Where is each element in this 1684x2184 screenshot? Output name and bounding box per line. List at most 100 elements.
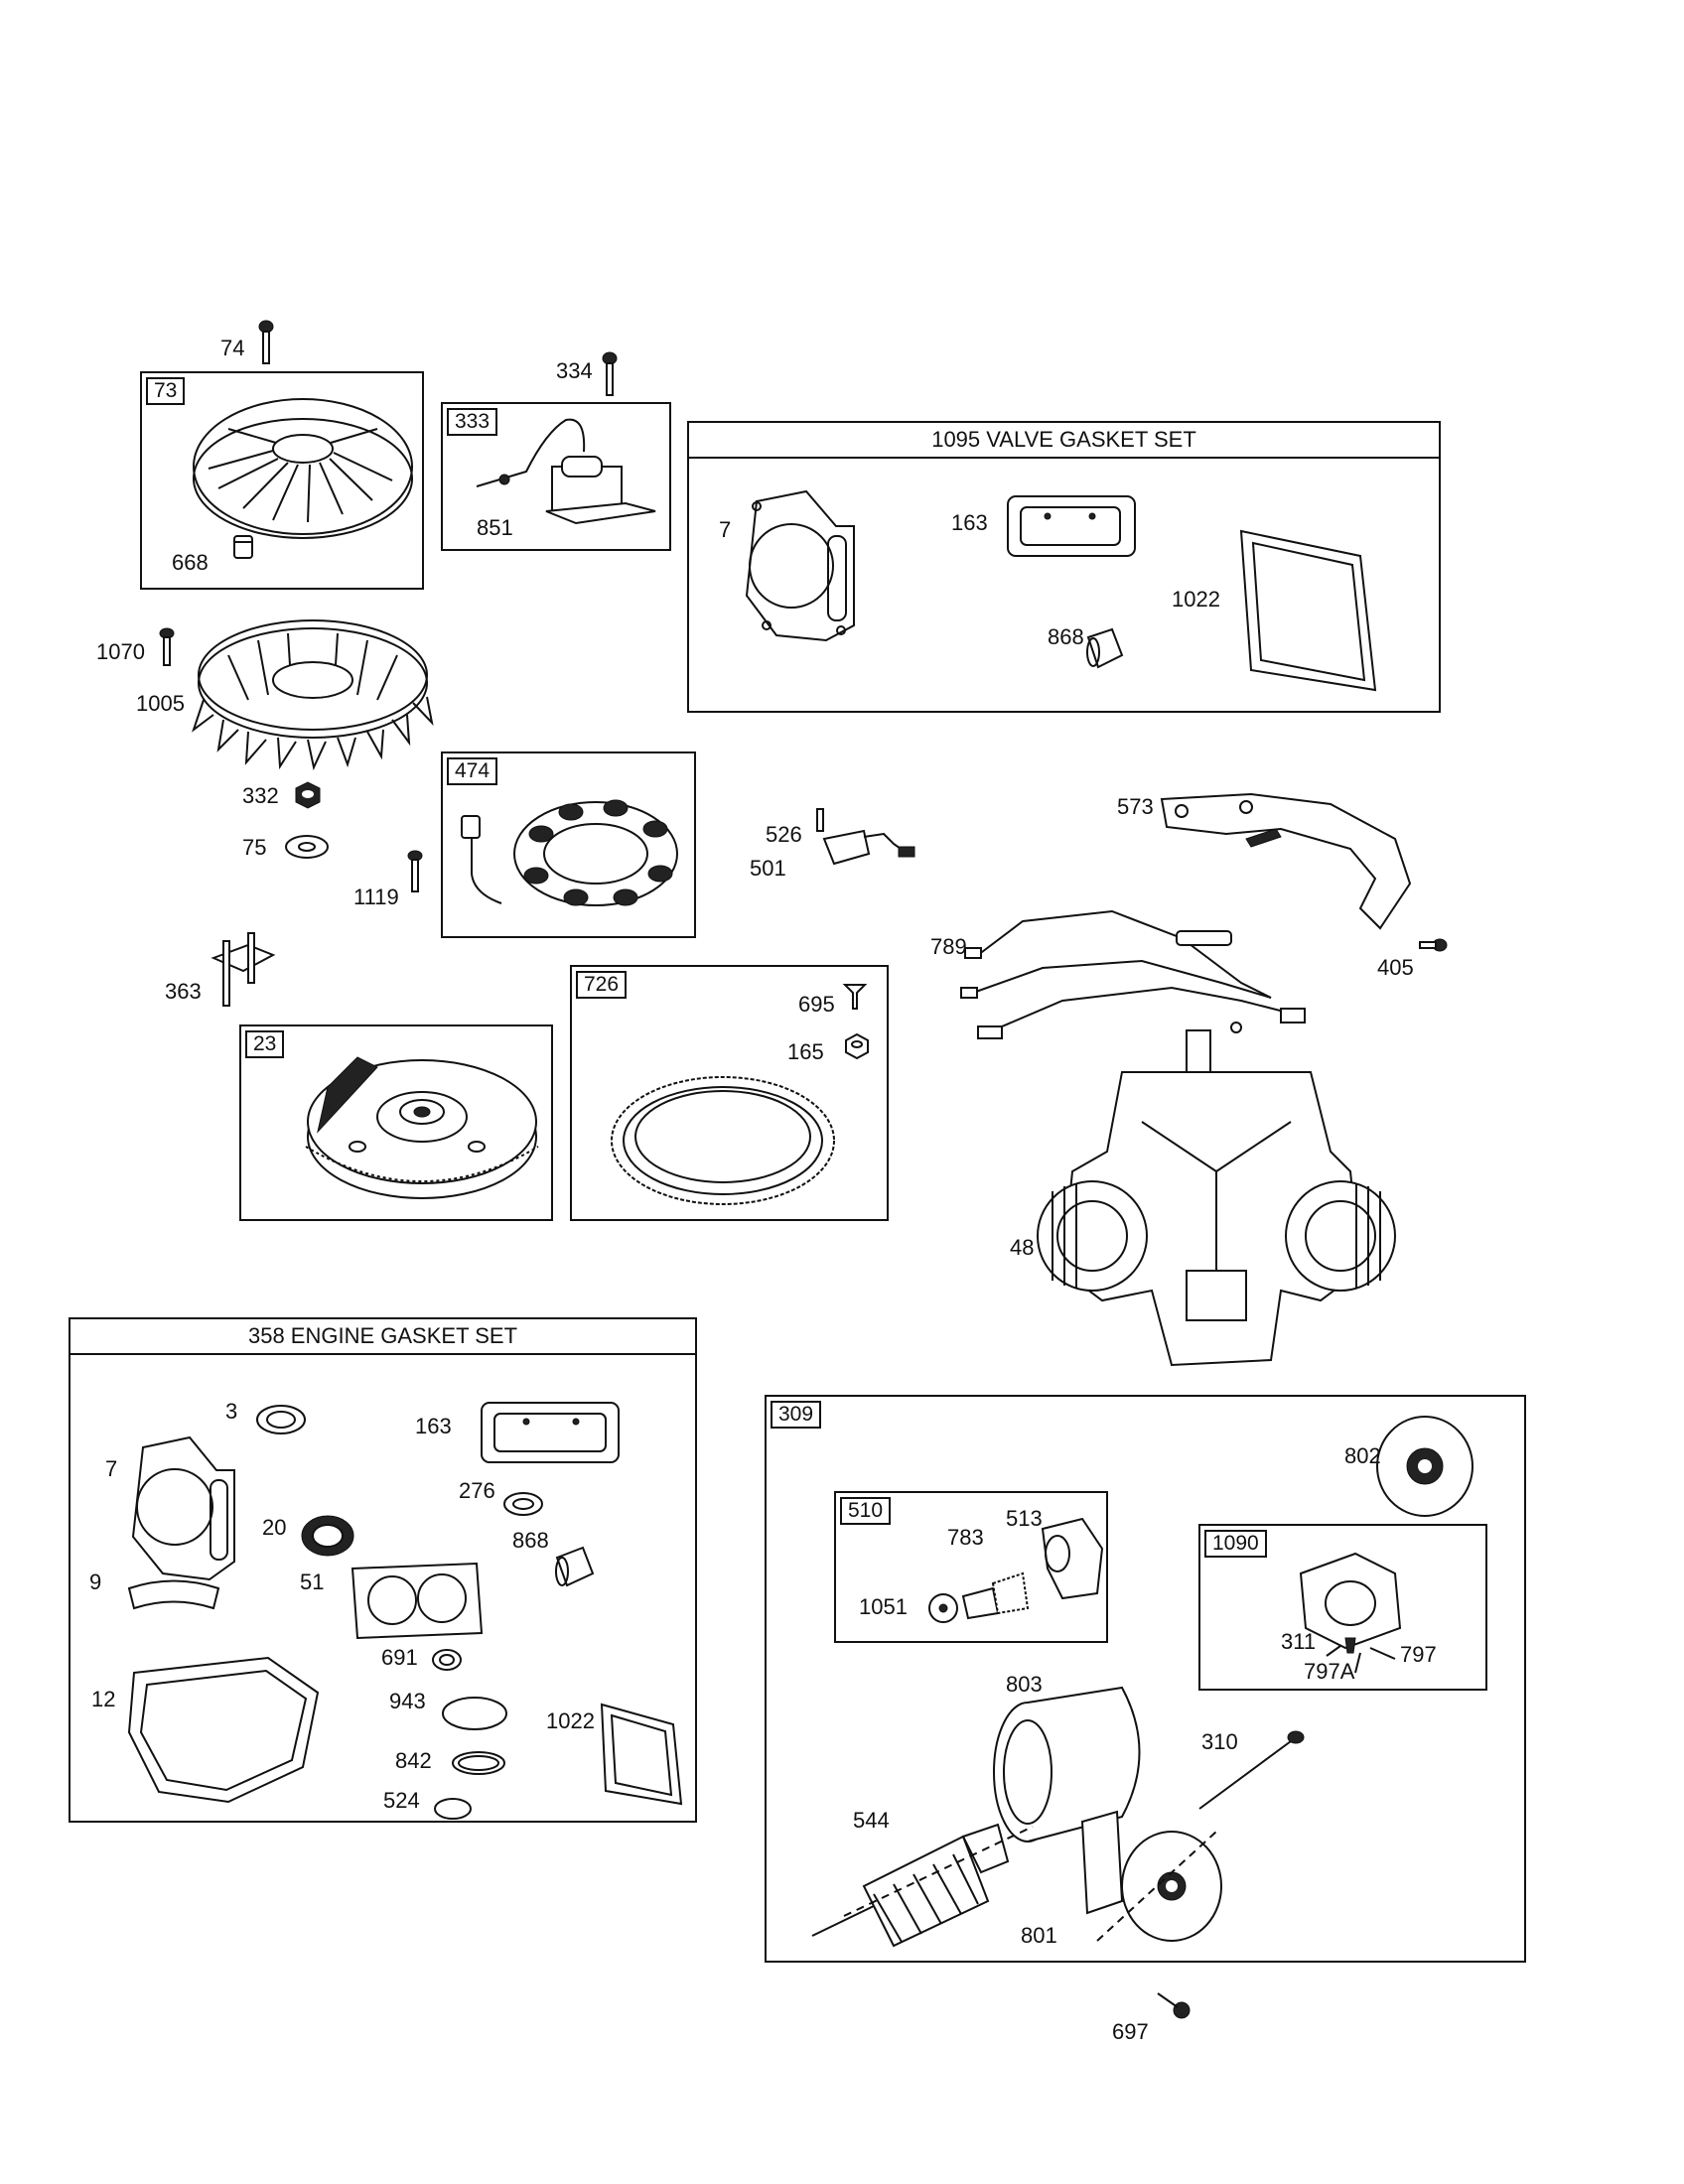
- nut-165-part: [842, 1032, 872, 1060]
- box-510: 510: [834, 1491, 1108, 1643]
- o-ring-842-part: [449, 1747, 508, 1779]
- box-333: 333: [441, 402, 671, 551]
- callout-1051: 1051: [859, 1594, 908, 1619]
- box-73: 73: [140, 371, 424, 590]
- washer-75-part: [282, 832, 332, 862]
- callout-801: 801: [1021, 1923, 1057, 1948]
- gasket-163-engine-part: [477, 1398, 626, 1467]
- seal-276-part: [500, 1489, 546, 1519]
- gasket-1022-engine-part: [594, 1700, 685, 1809]
- seal-691-part: [429, 1646, 465, 1674]
- callout-797: 797: [1400, 1642, 1437, 1667]
- callout-513: 513: [1006, 1506, 1043, 1531]
- callout-544: 544: [853, 1808, 890, 1833]
- armature-544-part: [804, 1807, 1013, 1946]
- engine-gasket-set-title: 358 ENGINE GASKET SET: [70, 1319, 695, 1355]
- callout-501: 501: [750, 856, 786, 881]
- wire-harness-part: [943, 884, 1321, 1057]
- box-tag-309: 309: [771, 1401, 822, 1429]
- callout-1070: 1070: [96, 639, 145, 664]
- bracket-363-part: [209, 933, 278, 1013]
- box-tag-726: 726: [576, 971, 628, 999]
- callout-695: 695: [798, 992, 835, 1017]
- screw-695-part: [842, 981, 868, 1011]
- callout-9: 9: [89, 1570, 102, 1594]
- callout-163-valve: 163: [951, 510, 988, 535]
- cooling-fan-part: [189, 606, 437, 769]
- box-726: 726: [570, 965, 889, 1221]
- callout-165: 165: [787, 1039, 824, 1064]
- bolt-697-part: [1152, 1985, 1192, 2025]
- gasket-9-part: [124, 1573, 223, 1618]
- callout-51: 51: [300, 1570, 325, 1594]
- box-tag-333: 333: [447, 408, 498, 436]
- callout-1022-valve: 1022: [1172, 587, 1220, 612]
- alternator-stator-part: [452, 794, 685, 923]
- callout-868-engine: 868: [512, 1528, 549, 1553]
- gasket-163-valve-part: [1003, 491, 1142, 561]
- callout-842: 842: [395, 1748, 432, 1773]
- seal-868-valve-part: [1082, 625, 1127, 675]
- callout-1119: 1119: [353, 885, 399, 909]
- callout-310: 310: [1201, 1729, 1238, 1754]
- callout-691: 691: [381, 1645, 418, 1670]
- callout-1022-engine: 1022: [546, 1708, 595, 1733]
- callout-20: 20: [262, 1515, 287, 1540]
- callout-311: 311: [1281, 1629, 1317, 1654]
- through-bolt-310-part: [1192, 1727, 1311, 1817]
- frame-803-part: [988, 1678, 1162, 1846]
- box-309: 309: [765, 1395, 1526, 1963]
- seal-868-engine-part: [551, 1544, 597, 1593]
- o-ring-943-part: [437, 1693, 512, 1734]
- rocker-cover-gasket-valve-part: [1231, 521, 1380, 700]
- callout-48: 48: [1010, 1235, 1035, 1260]
- callout-524: 524: [383, 1788, 420, 1813]
- callout-797a: 797A: [1304, 1659, 1355, 1684]
- gasket-51-part: [343, 1559, 487, 1643]
- box-23: 23: [239, 1024, 553, 1221]
- callout-526: 526: [766, 822, 802, 847]
- callout-868-valve: 868: [1048, 624, 1084, 649]
- o-ring-524-part: [431, 1795, 475, 1823]
- end-cap-802-part: [1370, 1410, 1479, 1524]
- engine-gasket-set-box: 358 ENGINE GASKET SET: [69, 1317, 697, 1823]
- callout-7-engine: 7: [105, 1456, 118, 1481]
- callout-12: 12: [91, 1687, 116, 1711]
- bolt-1119-part: [405, 850, 425, 893]
- end-plate-801-part: [1077, 1802, 1231, 1951]
- head-gasket-engine-part: [125, 1433, 239, 1586]
- callout-405: 405: [1377, 955, 1414, 980]
- gasket-12-part: [119, 1653, 328, 1812]
- ring-gear-part: [604, 1067, 842, 1211]
- callout-697: 697: [1112, 2019, 1149, 2044]
- callout-943: 943: [389, 1689, 426, 1713]
- callout-802: 802: [1344, 1443, 1381, 1468]
- ignition-module-part: [467, 412, 665, 536]
- bolt-74-part: [256, 320, 276, 365]
- head-gasket-valve-part: [737, 486, 861, 650]
- bolt-1070-part: [157, 627, 177, 667]
- box-tag-510: 510: [840, 1497, 892, 1525]
- callout-74: 74: [220, 336, 245, 360]
- callout-1005: 1005: [136, 691, 185, 716]
- air-baffle-part: [1152, 789, 1415, 938]
- blower-housing-part: [189, 389, 417, 548]
- callout-851: 851: [477, 515, 513, 540]
- callout-783: 783: [947, 1525, 984, 1550]
- callout-75: 75: [242, 835, 267, 860]
- callout-334: 334: [556, 358, 593, 383]
- valve-gasket-set-box: 1095 VALVE GASKET SET: [687, 421, 1441, 713]
- bolt-334-part: [600, 351, 620, 397]
- box-tag-474: 474: [447, 757, 498, 785]
- callout-668: 668: [172, 550, 209, 575]
- seal-3-part: [253, 1402, 309, 1437]
- valve-gasket-set-title: 1095 VALVE GASKET SET: [689, 423, 1439, 459]
- callout-332: 332: [242, 783, 279, 808]
- crankcase-part: [1033, 1023, 1400, 1380]
- callout-789: 789: [930, 934, 967, 959]
- drive-assembly-part: [913, 1499, 1102, 1628]
- box-tag-73: 73: [146, 377, 186, 405]
- callout-803: 803: [1006, 1672, 1043, 1697]
- callout-573: 573: [1117, 794, 1154, 819]
